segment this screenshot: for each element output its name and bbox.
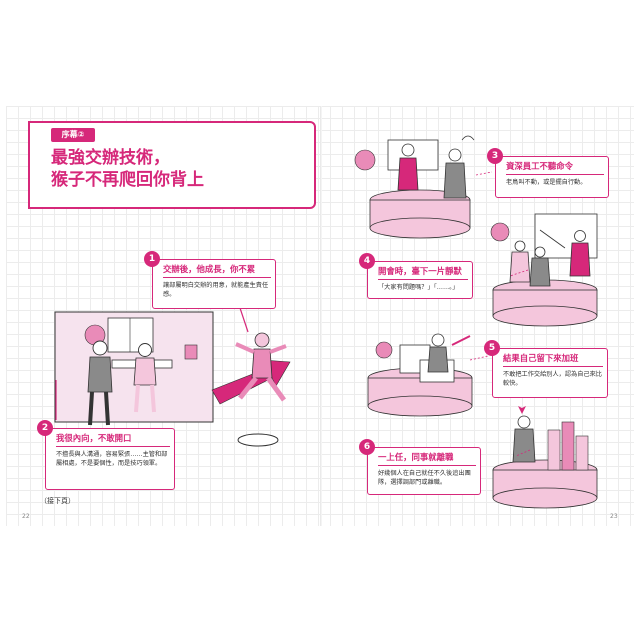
callout-body: 不擅長與人溝通，容易緊張……主管和部屬相處，不是要個性，而是技巧領軍。 <box>56 451 168 467</box>
callout-number: 6 <box>359 439 375 455</box>
floor-hole <box>237 433 279 447</box>
boss-figure <box>397 157 419 191</box>
scene-meeting <box>490 213 598 327</box>
callout-4: 4 開會時，臺下一片靜默 「大家有問題嗎？」「……。」 <box>359 253 473 299</box>
audience-figure <box>529 257 551 287</box>
callout-heading: 開會時，臺下一片靜默 <box>378 265 468 280</box>
callout-1: 1 交辦後，他成長，你不累 讓部屬明白交辦的用意，就能產生責任感。 <box>144 251 276 309</box>
callout-number: 2 <box>37 420 53 436</box>
clock-icon <box>375 341 393 359</box>
page-number-left: 22 <box>22 513 30 520</box>
callout-heading: 交辦後，他成長，你不累 <box>163 263 271 278</box>
callout-body: 讓部屬明白交辦的用意，就能產生責任感。 <box>163 282 269 298</box>
callout-body: 不敢把工作交給別人，認為自己來比較快。 <box>503 371 602 387</box>
page-title: 最強交辦技術， 猴子不再爬回你背上 <box>51 148 204 190</box>
desk-box <box>184 344 198 360</box>
plant-icon <box>354 149 376 171</box>
scene-veteran <box>354 135 475 239</box>
callout-2: 2 我很內向，不敢開口 不擅長與人溝通，容易緊張……主管和部屬相處，不是要個性，… <box>37 420 175 490</box>
callout-number: 3 <box>487 148 503 164</box>
building-icon <box>561 421 575 471</box>
callout-number: 1 <box>144 251 160 267</box>
building-icon <box>575 435 589 471</box>
subordinate-figure <box>133 357 157 386</box>
callout-heading: 結果自己留下來加班 <box>503 352 603 367</box>
continued-note: （接下頁） <box>40 497 75 505</box>
callout-body: 「大家有問題嗎？」「……。」 <box>378 284 459 291</box>
book-gutter <box>320 106 322 526</box>
boss-figure <box>87 356 113 393</box>
callout-heading: 我很內向，不敢開口 <box>56 432 170 447</box>
overworked-figure <box>427 346 449 373</box>
scene-overtime <box>367 333 473 417</box>
callout-heading: 一上任，同事就離職 <box>378 451 476 466</box>
callout-number: 4 <box>359 253 375 269</box>
running-figure <box>251 348 273 379</box>
callout-body: 好幾個人在自己就任不久後追出團隊，選擇調部門或離職。 <box>378 470 471 486</box>
callout-number: 5 <box>484 340 500 356</box>
scene-office-handoff <box>54 295 291 447</box>
page-number-right: 23 <box>610 513 618 520</box>
building-icon <box>547 429 561 471</box>
audience-figure <box>509 251 531 283</box>
scene-resignation <box>492 406 598 509</box>
chapter-tag: 序幕② <box>51 128 95 142</box>
presenter-figure <box>569 242 591 277</box>
callout-3: 3 資深員工不聽命令 老鳥叫不動，或是擺自行動。 <box>487 148 609 198</box>
callout-6: 6 一上任，同事就離職 好幾個人在自己就任不久後追出團隊，選擇調部門或離職。 <box>359 439 481 495</box>
callout-heading: 資深員工不聽命令 <box>506 160 604 175</box>
plant-icon <box>490 222 510 242</box>
veteran-figure <box>443 162 467 199</box>
guide-lines <box>469 171 531 457</box>
new-manager-figure <box>512 428 536 463</box>
callout-5: 5 結果自己留下來加班 不敢把工作交給別人，認為自己來比較快。 <box>484 340 608 398</box>
board <box>387 139 439 171</box>
callout-body: 老鳥叫不動，或是擺自行動。 <box>506 179 587 186</box>
